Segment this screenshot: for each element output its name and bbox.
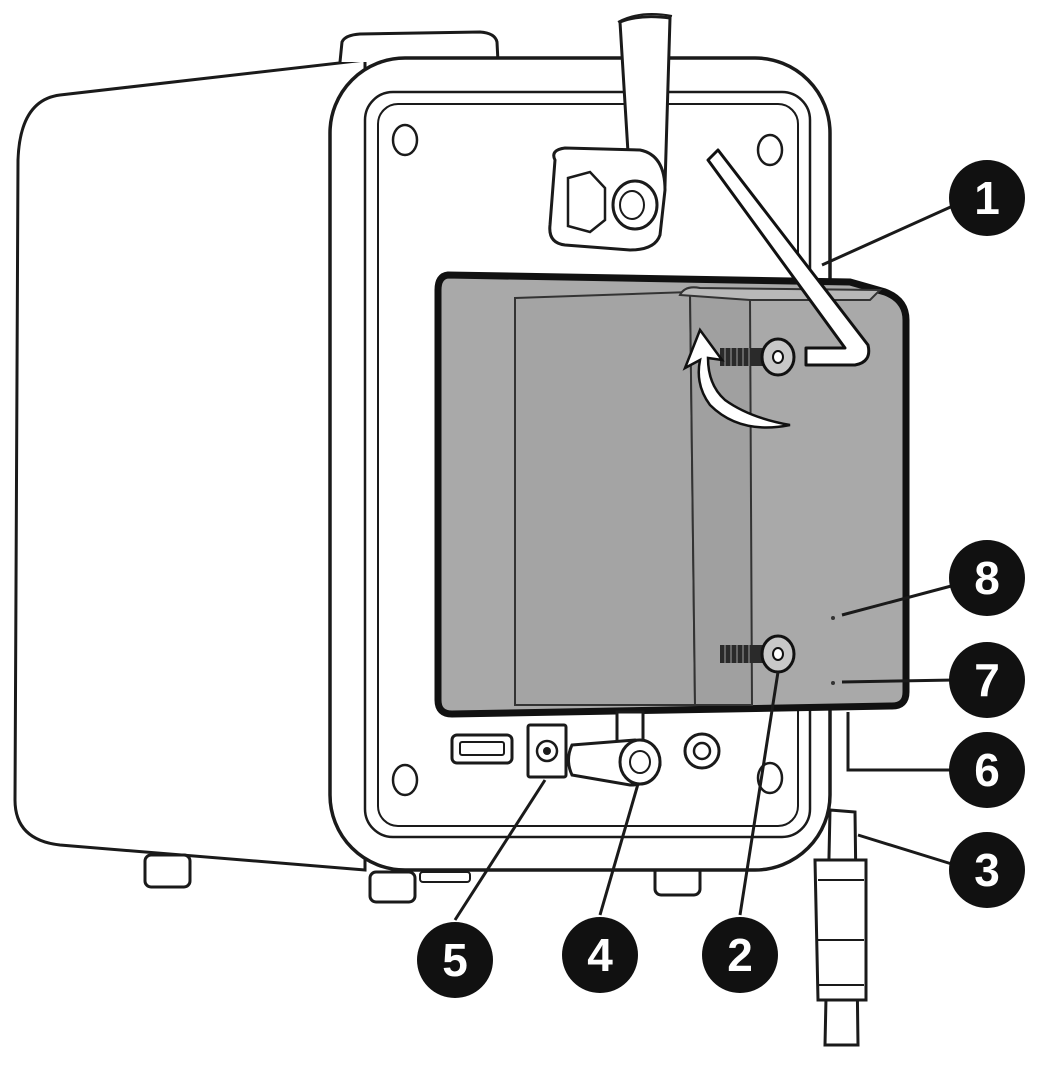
leader-line-3 bbox=[857, 833, 956, 867]
power-cable-ridges bbox=[818, 879, 864, 986]
indicator-dot-7 bbox=[831, 681, 835, 685]
callout-circle bbox=[702, 917, 778, 993]
upper-swivel-knob-inner bbox=[619, 190, 645, 220]
lower-screw-hex bbox=[772, 647, 784, 661]
callout-4: 4 bbox=[562, 917, 638, 993]
foot-middle bbox=[368, 870, 417, 904]
foot-small bbox=[419, 871, 471, 883]
audio-jack-inner bbox=[692, 741, 712, 761]
callout-circle bbox=[949, 540, 1025, 616]
upper-screw-threads bbox=[724, 348, 750, 366]
speaker-side-panel bbox=[13, 58, 367, 872]
corner-screw-top-right bbox=[756, 133, 784, 167]
leader-lines bbox=[453, 203, 956, 921]
callout-number: 6 bbox=[974, 744, 1000, 796]
top-button bbox=[338, 30, 500, 63]
leader-line-4 bbox=[598, 783, 640, 916]
callout-circle bbox=[949, 732, 1025, 808]
dc-power-socket-pin bbox=[543, 747, 551, 755]
corner-screw-bottom-left bbox=[391, 763, 419, 797]
callout-5: 5 bbox=[417, 922, 493, 998]
lower-swivel-knob-inner bbox=[629, 750, 651, 774]
callout-number: 5 bbox=[442, 934, 468, 986]
callout-number: 2 bbox=[727, 929, 753, 981]
callout-circle bbox=[949, 642, 1025, 718]
callouts: 1 8 7 6 3 2 4 5 bbox=[417, 160, 1025, 998]
upper-swivel-knob bbox=[611, 179, 659, 231]
upper-pole bbox=[618, 15, 672, 187]
callout-number: 1 bbox=[974, 172, 1000, 224]
leader-line-1 bbox=[821, 203, 956, 267]
leader-line-7 bbox=[841, 678, 956, 684]
leader-line-8 bbox=[841, 583, 956, 617]
upper-pole-cut bbox=[617, 13, 673, 23]
leader-line-2 bbox=[738, 671, 780, 916]
callout-circle bbox=[949, 160, 1025, 236]
callout-1: 1 bbox=[949, 160, 1025, 236]
callout-7: 7 bbox=[949, 642, 1025, 718]
callout-circle bbox=[562, 917, 638, 993]
callout-number: 7 bbox=[974, 654, 1000, 706]
callout-number: 3 bbox=[974, 844, 1000, 896]
upper-screw-hex bbox=[772, 350, 784, 364]
callout-2: 2 bbox=[702, 917, 778, 993]
callout-circle bbox=[949, 832, 1025, 908]
rotation-arrow bbox=[682, 327, 791, 429]
callout-3: 3 bbox=[949, 832, 1025, 908]
usb-port-inner bbox=[459, 741, 505, 756]
leader-line-6 bbox=[846, 712, 955, 772]
foot-left bbox=[143, 853, 192, 889]
leader-line-5 bbox=[453, 779, 547, 921]
power-cable-plug bbox=[813, 858, 868, 1002]
corner-screw-top-left bbox=[391, 123, 419, 157]
callout-number: 4 bbox=[587, 929, 613, 981]
callout-number: 8 bbox=[974, 552, 1000, 604]
hex-key bbox=[706, 148, 871, 367]
upper-swivel-nut bbox=[566, 170, 607, 234]
callout-8: 8 bbox=[949, 540, 1025, 616]
lower-screw-threads bbox=[724, 645, 750, 663]
callout-circle bbox=[417, 922, 493, 998]
plate-top-flap bbox=[678, 286, 883, 301]
lower-swivel-knob bbox=[618, 738, 662, 786]
callout-6: 6 bbox=[949, 732, 1025, 808]
plate-left-panel bbox=[514, 290, 697, 706]
indicator-dot-8 bbox=[831, 616, 835, 620]
